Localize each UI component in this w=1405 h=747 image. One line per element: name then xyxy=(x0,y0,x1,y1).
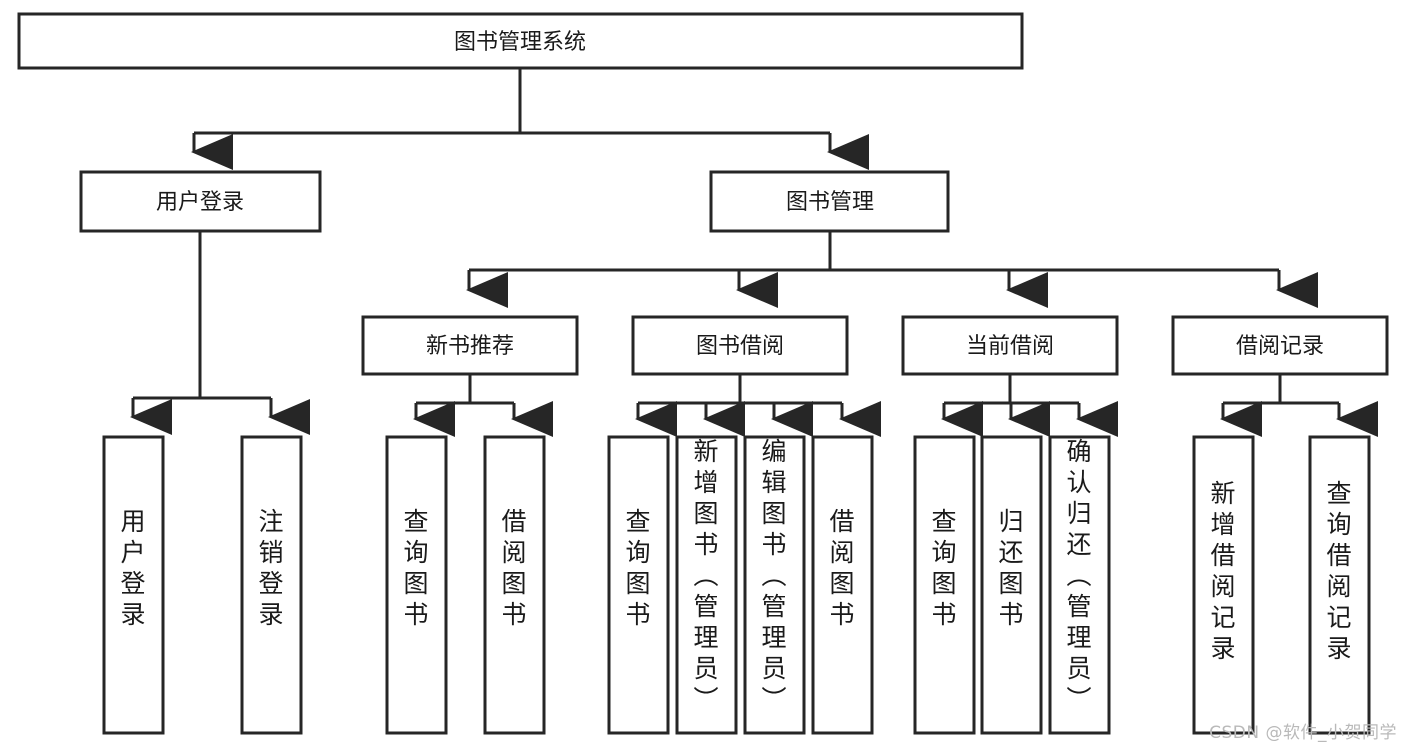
leaf-user-login-login[interactable]: 用户登录 xyxy=(102,435,165,735)
leaf-borrow-edit-book[interactable]: 编辑图书︵管理员︶ xyxy=(743,435,806,735)
leaf-borrow-edit-book-box[interactable] xyxy=(743,435,806,735)
leaf-user-login-logout[interactable]: 注销登录 xyxy=(240,435,303,735)
node-user-login[interactable]: 用户登录 xyxy=(79,170,322,233)
leaf-recommend-query-book[interactable]: 查询图书 xyxy=(385,435,448,735)
node-borrow-record-label: 借阅记录 xyxy=(1236,334,1324,359)
node-root-label: 图书管理系统 xyxy=(454,30,586,55)
edge-root-to-level2 xyxy=(191,68,869,170)
leaf-borrow-add-book-label: 新增图书︵管理员︶ xyxy=(693,437,718,714)
leaf-current-query-book-box[interactable] xyxy=(913,435,976,735)
node-book-management-label: 图书管理 xyxy=(786,190,874,215)
node-current-borrow-label: 当前借阅 xyxy=(966,334,1054,359)
leaf-record-query-record-label: 查询借阅记录 xyxy=(1326,479,1351,663)
leaf-record-add-record[interactable]: 新增借阅记录 xyxy=(1192,435,1255,735)
node-new-book-recommend-box[interactable] xyxy=(361,315,579,376)
leaf-record-add-record-box[interactable] xyxy=(1192,435,1255,735)
leaf-current-return-book-box[interactable] xyxy=(980,435,1043,735)
leaf-current-confirm-return-label: 确认归还︵管理员︶ xyxy=(1066,437,1091,714)
leaf-current-confirm-return-box[interactable] xyxy=(1048,435,1111,735)
leaf-recommend-borrow-book[interactable]: 借阅图书 xyxy=(483,435,546,735)
leaf-recommend-query-book-box[interactable] xyxy=(385,435,448,735)
leaf-user-login-logout-label: 注销登录 xyxy=(258,507,283,629)
node-book-borrow[interactable]: 图书借阅 xyxy=(631,315,849,376)
edge-current-borrow-to-leaves xyxy=(941,374,1118,437)
leaf-current-return-book[interactable]: 归还图书 xyxy=(980,435,1043,735)
leaf-recommend-query-book-label: 查询图书 xyxy=(403,507,428,629)
leaf-borrow-query-book[interactable]: 查询图书 xyxy=(607,435,670,735)
leaf-borrow-query-book-label: 查询图书 xyxy=(625,507,650,629)
node-new-book-recommend-label: 新书推荐 xyxy=(426,334,514,359)
edge-borrow-record-to-leaves xyxy=(1220,374,1378,437)
leaf-current-confirm-return[interactable]: 确认归还︵管理员︶ xyxy=(1048,435,1111,735)
leaf-borrow-borrow-book-box[interactable] xyxy=(811,435,874,735)
node-root-box[interactable] xyxy=(17,12,1024,70)
node-borrow-record[interactable]: 借阅记录 xyxy=(1171,315,1389,376)
leaf-record-query-record[interactable]: 查询借阅记录 xyxy=(1308,435,1371,735)
leaf-borrow-borrow-book[interactable]: 借阅图书 xyxy=(811,435,874,735)
leaf-borrow-add-book-box[interactable] xyxy=(675,435,738,735)
leaf-recommend-borrow-book-label: 借阅图书 xyxy=(501,507,526,629)
leaf-borrow-edit-book-label: 编辑图书︵管理员︶ xyxy=(761,437,786,714)
leaf-record-query-record-box[interactable] xyxy=(1308,435,1371,735)
edge-user-login-to-leaves xyxy=(130,231,310,435)
csdn-watermark: CSDN @软件_小贺同学 xyxy=(1209,723,1397,743)
node-current-borrow-box[interactable] xyxy=(901,315,1119,376)
node-new-book-recommend[interactable]: 新书推荐 xyxy=(361,315,579,376)
node-book-management[interactable]: 图书管理 xyxy=(709,170,950,233)
leaf-current-query-book-label: 查询图书 xyxy=(931,507,956,629)
leaf-user-login-login-label: 用户登录 xyxy=(120,507,145,629)
leaf-recommend-borrow-book-box[interactable] xyxy=(483,435,546,735)
edge-book-borrow-to-leaves xyxy=(635,374,881,437)
leaf-user-login-login-box[interactable] xyxy=(102,435,165,735)
leaf-borrow-query-book-box[interactable] xyxy=(607,435,670,735)
leaf-current-return-book-label: 归还图书 xyxy=(998,507,1023,629)
leaf-borrow-add-book[interactable]: 新增图书︵管理员︶ xyxy=(675,435,738,735)
edge-new-book-recommend-to-leaves xyxy=(413,374,553,437)
node-current-borrow[interactable]: 当前借阅 xyxy=(901,315,1119,376)
node-book-borrow-label: 图书借阅 xyxy=(696,334,784,359)
leaf-current-query-book[interactable]: 查询图书 xyxy=(913,435,976,735)
leaf-record-add-record-label: 新增借阅记录 xyxy=(1210,479,1235,663)
edge-book-management-to-level3 xyxy=(466,231,1318,308)
node-root[interactable]: 图书管理系统 xyxy=(17,12,1024,70)
node-user-login-box[interactable] xyxy=(79,170,322,233)
leaf-borrow-borrow-book-label: 借阅图书 xyxy=(829,507,854,629)
leaf-user-login-logout-box[interactable] xyxy=(240,435,303,735)
node-user-login-label: 用户登录 xyxy=(156,190,244,215)
